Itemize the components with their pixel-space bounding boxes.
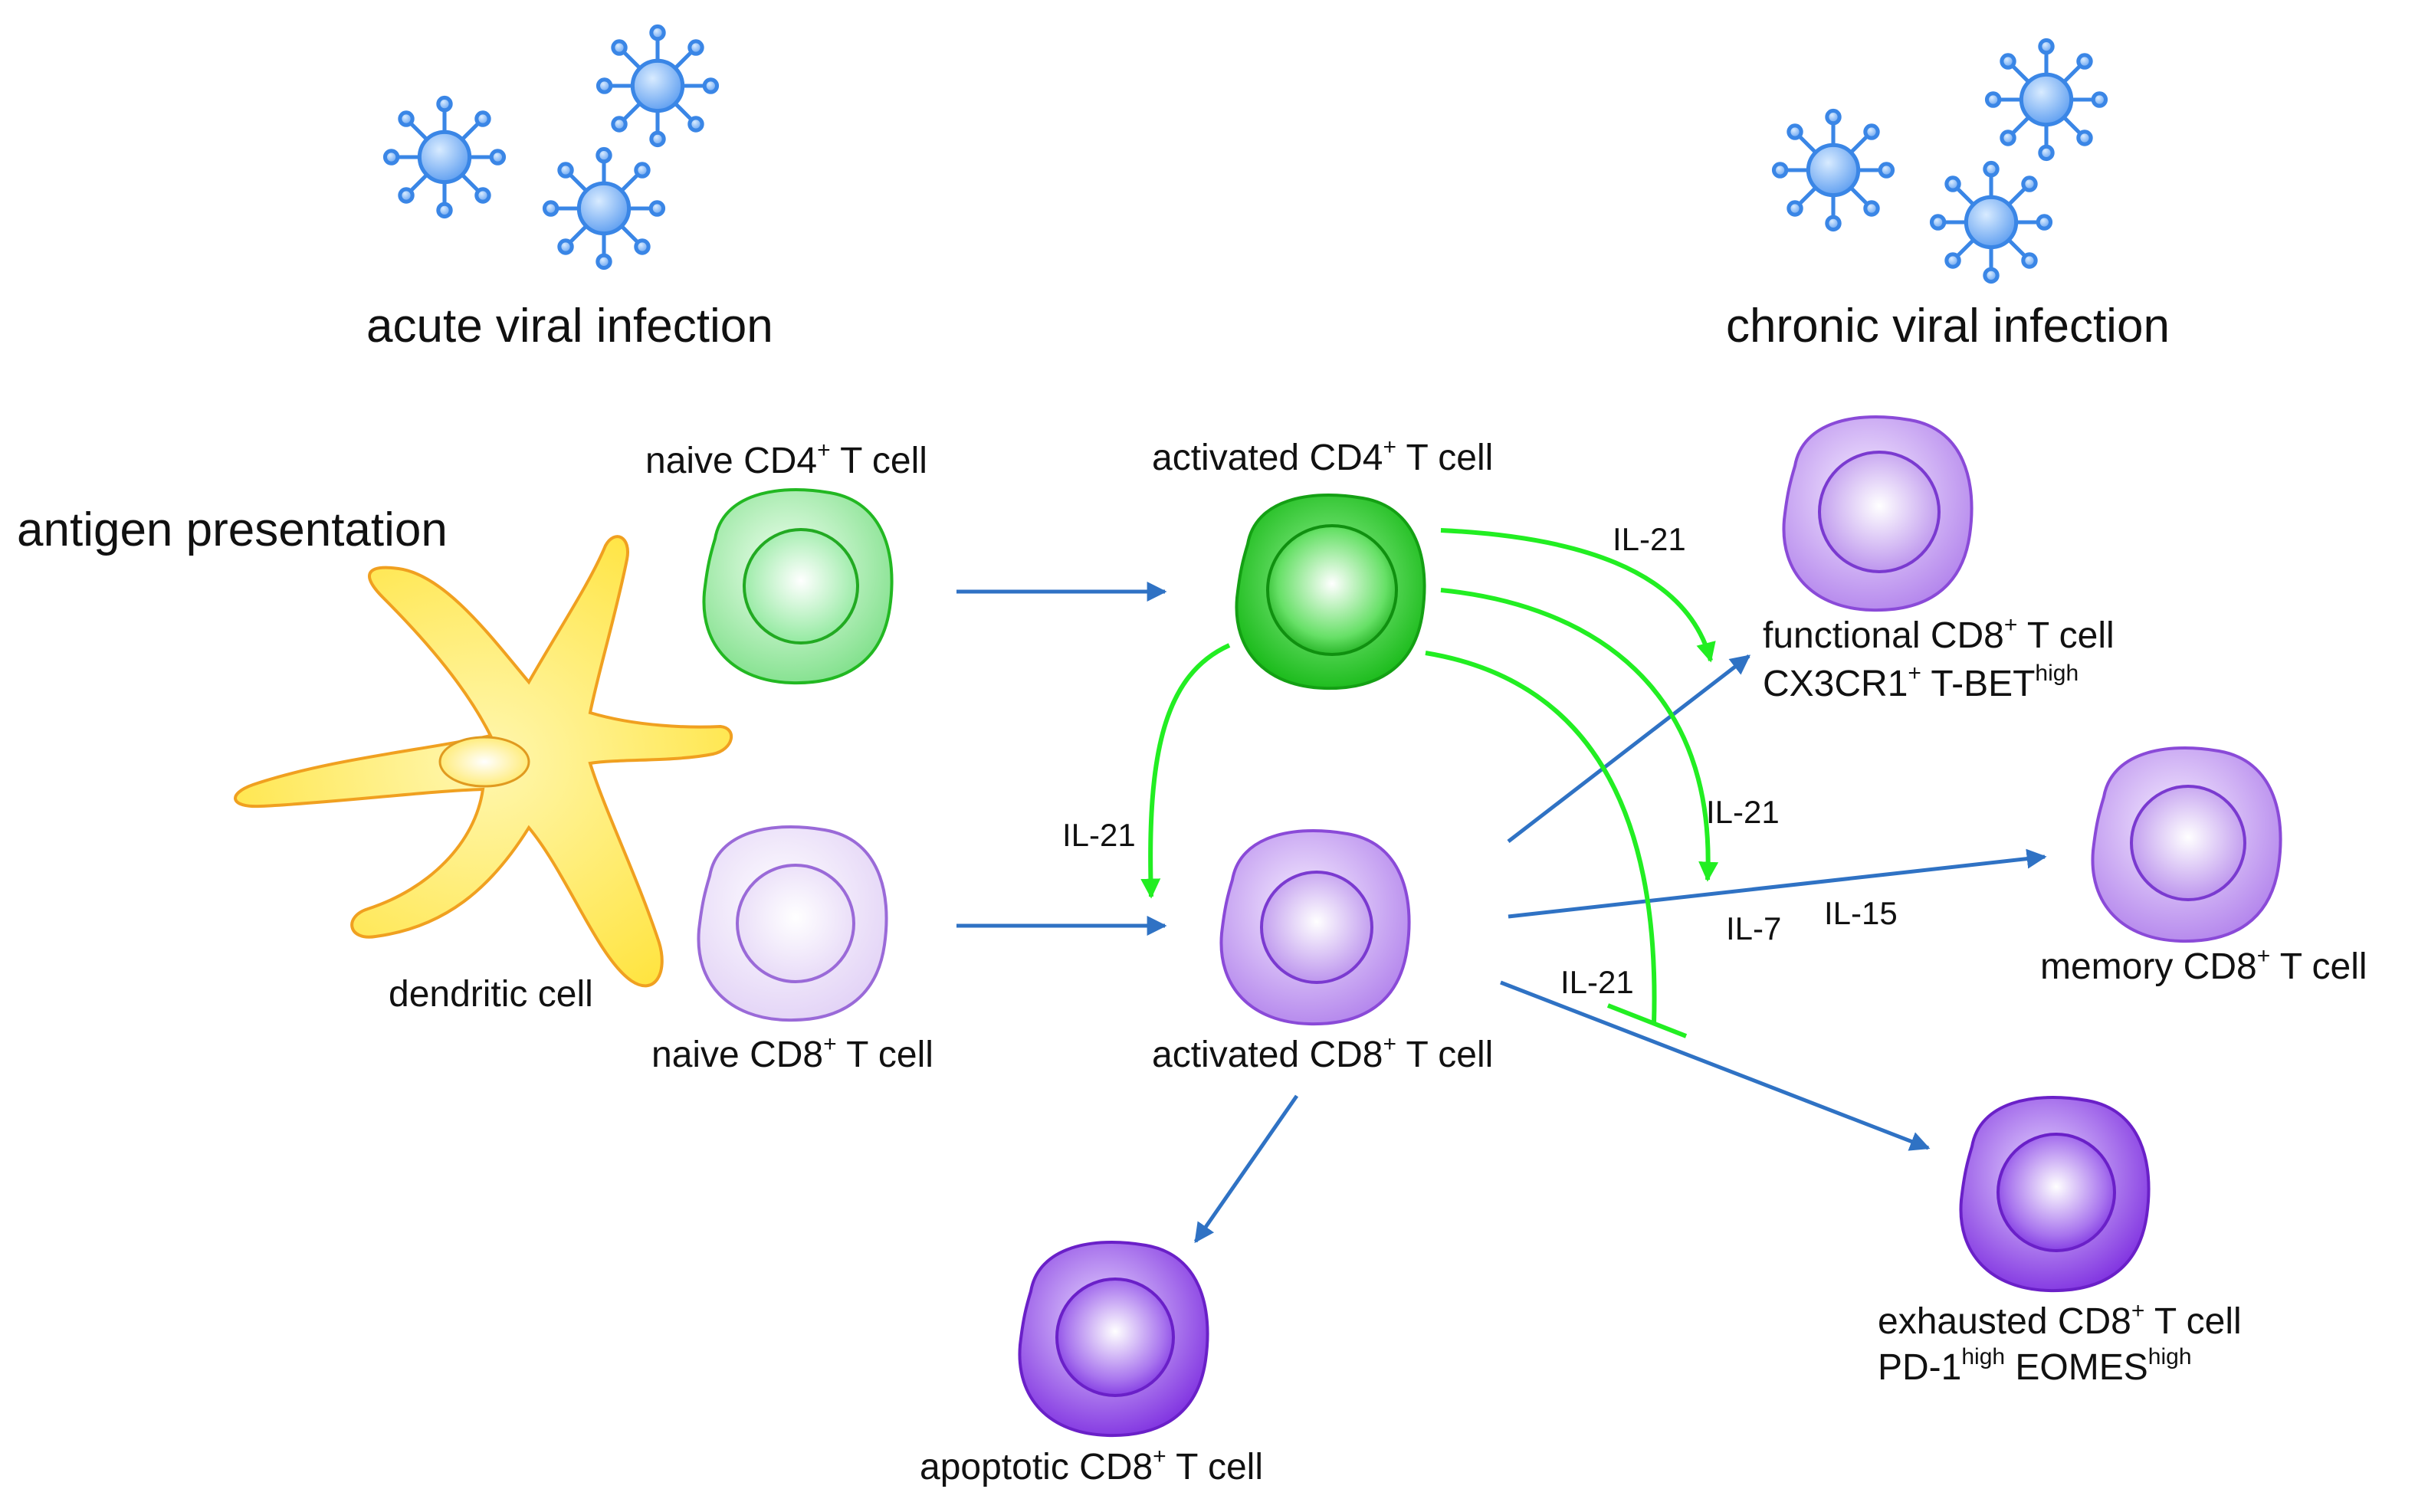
cytokine-il15: IL-15 [1824, 895, 1898, 931]
cytokine-il21-top: IL-21 [1613, 521, 1686, 557]
il21-inhibition-bar [1606, 1003, 1688, 1038]
label-apoptotic-cd8: apoptotic CD8+ T cell [920, 1444, 1263, 1487]
activated-cd4-cell [1235, 494, 1426, 690]
arrow-to-apoptotic [1193, 1094, 1299, 1244]
label-functional-cd8: functional CD8+ T cell [1763, 612, 2115, 656]
il21-arrow-to-activated-cd8 [1140, 643, 1231, 899]
cytokine-il21-mid: IL-21 [1706, 794, 1780, 830]
il21-arrow-to-functional [1440, 528, 1716, 663]
virus-icon [1773, 110, 1892, 229]
label-functional-markers: CX3CR1+ T-BEThigh [1763, 661, 2079, 704]
activated-cd8-cell [1219, 829, 1411, 1026]
functional-cd8-cell [1782, 415, 1974, 612]
label-dendritic-cell: dendritic cell [389, 974, 593, 1015]
arrow-to-functional [1507, 654, 1751, 843]
label-exhausted-markers: PD-1high EOMEShigh [1878, 1344, 2192, 1388]
heading-acute-infection: acute viral infection [366, 300, 773, 353]
apoptotic-cd8-cell [1018, 1241, 1209, 1438]
virus-icon [1931, 162, 2050, 281]
label-activated-cd4: activated CD4+ T cell [1152, 435, 1493, 478]
virus-icon [1987, 40, 2105, 159]
cytokine-il21-left: IL-21 [1062, 817, 1136, 853]
label-naive-cd8: naive CD8+ T cell [651, 1032, 933, 1075]
cytokine-il21-low: IL-21 [1560, 964, 1634, 1000]
heading-antigen-presentation: antigen presentation [17, 503, 448, 556]
memory-cd8-cell [2091, 746, 2282, 943]
arrow-to-memory [1508, 848, 2047, 919]
virus-group-acute [385, 26, 717, 267]
label-naive-cd4: naive CD4+ T cell [645, 438, 927, 481]
naive-cd4-cell [702, 488, 894, 685]
virus-group-chronic [1773, 40, 2105, 281]
arrow-to-exhausted [1500, 980, 1931, 1151]
cytokine-il7: IL-7 [1726, 910, 1781, 946]
il21-inhibition-line [1425, 651, 1657, 1025]
green-il21-arrows [1140, 528, 1719, 1038]
exhausted-cd8-cell [1959, 1096, 2151, 1293]
blue-arrows [956, 582, 2047, 1244]
label-exhausted-cd8: exhausted CD8+ T cell [1878, 1298, 2242, 1342]
virus-icon [598, 26, 717, 145]
il21-arrow-to-memory [1440, 588, 1719, 882]
virus-icon [385, 97, 504, 216]
label-activated-cd8: activated CD8+ T cell [1152, 1032, 1493, 1075]
virus-icon [544, 149, 663, 267]
label-memory-cd8: memory CD8+ T cell [2040, 943, 2367, 987]
heading-chronic-infection: chronic viral infection [1726, 300, 2170, 353]
naive-cd8-cell [697, 825, 888, 1022]
dendritic-cell-shape [234, 535, 733, 988]
